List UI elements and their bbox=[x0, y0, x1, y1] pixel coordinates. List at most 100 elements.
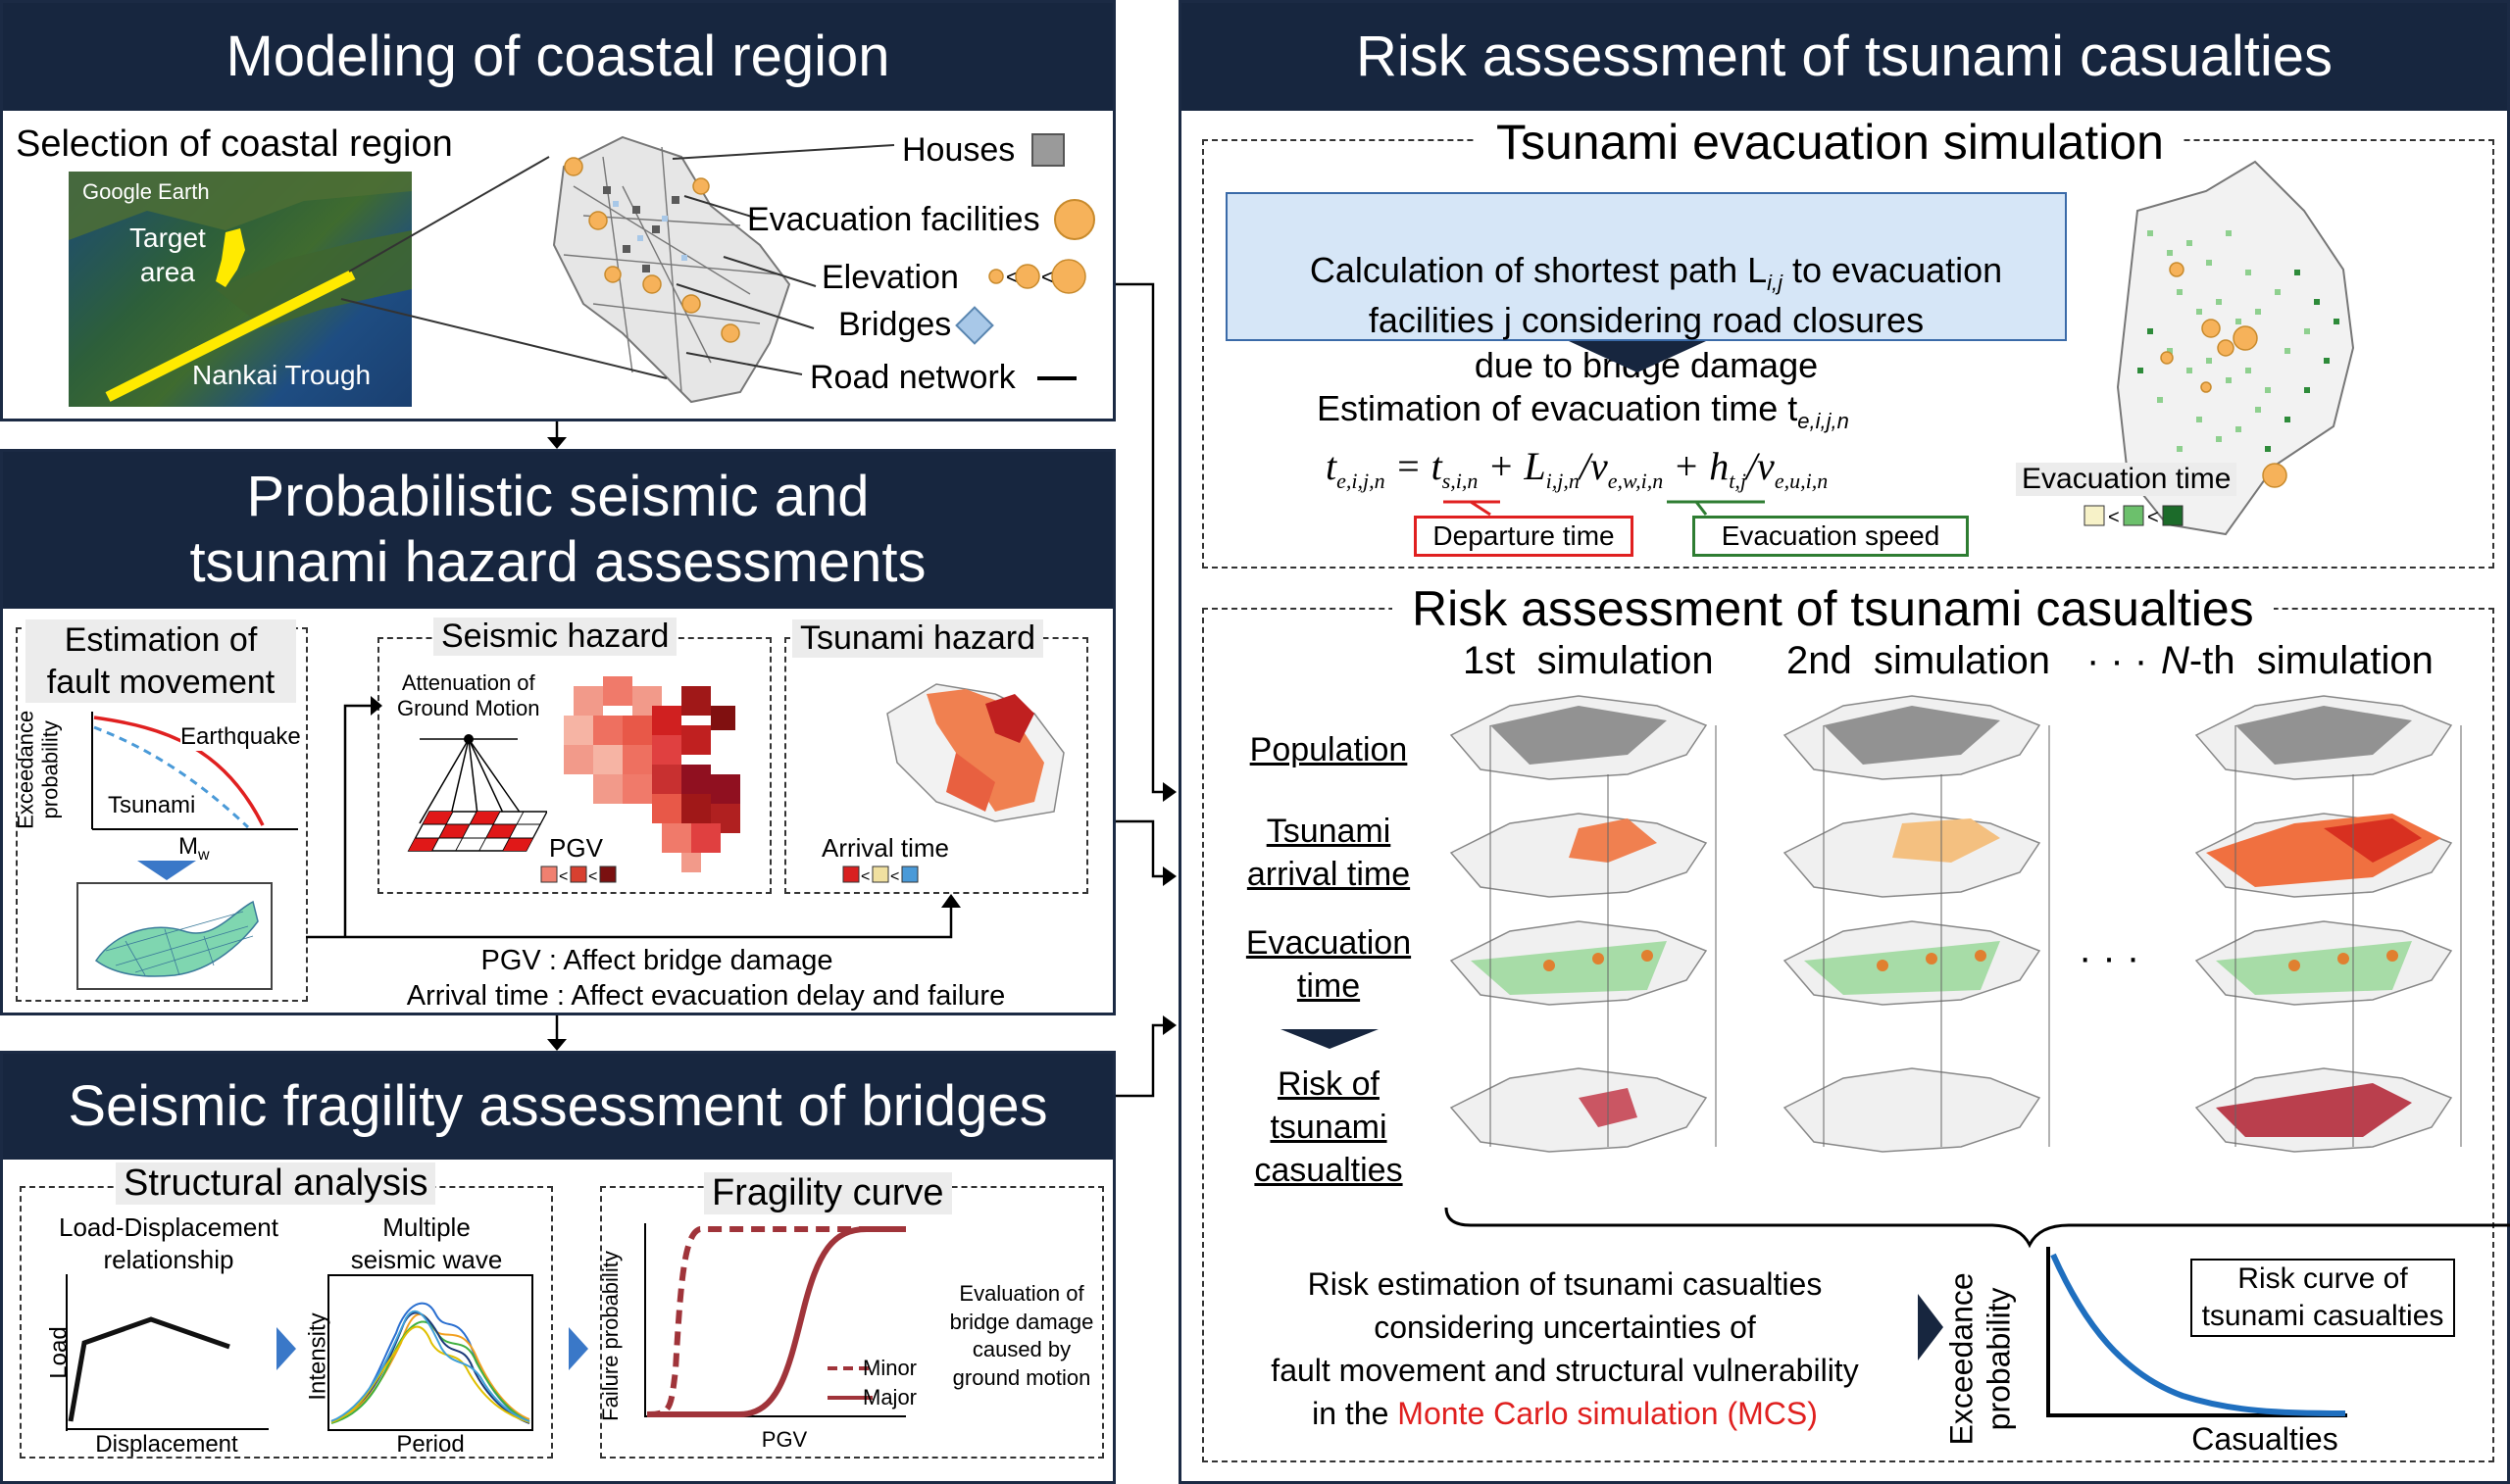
mw-sub: w bbox=[198, 846, 210, 864]
risk-title: Risk assessment of tsunami casualties bbox=[1181, 3, 2507, 111]
risk-curve-label: Risk curve of tsunami casualties bbox=[2201, 1262, 2444, 1332]
pgv-legend: < < bbox=[540, 866, 617, 885]
row-arrival: Tsunami arrival time bbox=[1246, 813, 1411, 894]
tsunami-curve bbox=[93, 725, 250, 829]
hazard-note-1: PGV : Affect bridge damage bbox=[480, 945, 833, 976]
exceedance-label: Exceedance probability bbox=[1943, 1272, 2017, 1446]
sim2-label: 2nd simulation bbox=[1786, 639, 2051, 682]
risk-curve-line bbox=[2050, 1253, 2346, 1416]
row-down-arrow bbox=[1280, 1029, 1379, 1049]
mcs-text-3: fault movement and structural vulnerabil… bbox=[1271, 1353, 1859, 1388]
mcs-arrow bbox=[1918, 1294, 1943, 1360]
svg-text:<: < bbox=[1006, 265, 1019, 289]
fragility-title: Seismic fragility assessment of bridges bbox=[3, 1054, 1113, 1160]
load-disp-label: Load-Displacement relationship bbox=[58, 1212, 278, 1274]
evaluation-label: Evaluation of bridge damage caused by gr… bbox=[949, 1281, 1094, 1390]
departure-time-box: Departure time bbox=[1414, 516, 1633, 557]
risk-curve-chart bbox=[2046, 1247, 2347, 1417]
fragility-panel: Seismic fragility assessment of bridges bbox=[0, 1051, 1116, 1484]
multiple-wave-label: Multiple seismic wave bbox=[350, 1212, 503, 1274]
hazard-title: Probabilistic seismic and tsunami hazard… bbox=[3, 452, 1113, 609]
simN-italic: N bbox=[2161, 639, 2189, 682]
svg-text:<: < bbox=[559, 868, 568, 885]
svg-text:<: < bbox=[2108, 507, 2120, 528]
estimation-text: Estimation of evacuation time t bbox=[1317, 388, 1798, 428]
risk-curve-box: Risk curve of tsunami casualties bbox=[2190, 1259, 2455, 1337]
arrow-right-1 bbox=[276, 1327, 296, 1370]
fault-model bbox=[76, 882, 273, 990]
fragility-chart bbox=[644, 1223, 906, 1417]
down-triangle-blue bbox=[137, 861, 196, 880]
tsunami-label: Tsunami bbox=[108, 792, 196, 818]
target-area-shape bbox=[216, 228, 245, 287]
minor-label: Minor bbox=[863, 1356, 918, 1380]
road-network-icon bbox=[1037, 376, 1077, 380]
major-curve bbox=[647, 1226, 906, 1417]
fragility-pgv-label: PGV bbox=[761, 1427, 808, 1452]
hazard-title-line2: tsunami hazard assessments bbox=[189, 530, 927, 594]
seismic-title: Seismic hazard bbox=[433, 618, 678, 656]
svg-text:<: < bbox=[890, 868, 899, 885]
evac-speed-box: Evacuation speed bbox=[1692, 516, 1969, 557]
tsunami-map bbox=[886, 683, 1065, 822]
row-dots: · · · bbox=[2079, 936, 2139, 979]
svg-text:<: < bbox=[2147, 507, 2159, 528]
departure-time-label: Departure time bbox=[1432, 520, 1615, 551]
houses-label: Houses bbox=[902, 131, 1016, 169]
stack-N bbox=[2195, 695, 2462, 1153]
attenuation-label: Attenuation of Ground Motion bbox=[397, 670, 540, 721]
hazard-note-2: Arrival time : Affect evacuation delay a… bbox=[406, 980, 1006, 1012]
calc-sub: i,j bbox=[1767, 270, 1783, 295]
stack-1 bbox=[1450, 695, 1717, 1153]
calc-text: Calculation of shortest path L bbox=[1309, 249, 1768, 290]
evac-time-legend: Evacuation time bbox=[2016, 463, 2237, 496]
calc-down-arrow bbox=[1569, 341, 1706, 372]
mw-label: Mw bbox=[178, 833, 210, 865]
evac-facilities-icon bbox=[1054, 199, 1095, 240]
summary-brace bbox=[1444, 1207, 2510, 1249]
minor-curve bbox=[646, 1226, 906, 1417]
casualties-axis-label: Casualties bbox=[2191, 1421, 2338, 1457]
major-label: Major bbox=[863, 1385, 918, 1410]
fragility-legend bbox=[828, 1366, 873, 1400]
evac-time-equation: te,i,j,n = ts,i,n + Li,j,n/ve,w,i,n + ht… bbox=[1326, 444, 1829, 493]
evac-speed-label: Evacuation speed bbox=[1721, 520, 1940, 551]
evac-time-map bbox=[2116, 160, 2355, 536]
earthquake-label: Earthquake bbox=[180, 723, 301, 751]
row-risk: Risk of tsunami casualties bbox=[1254, 1065, 1403, 1190]
arrival-legend: < < bbox=[842, 866, 919, 885]
pgv-map bbox=[564, 676, 740, 872]
load-disp-chart bbox=[66, 1274, 269, 1431]
sim-dots: · · · bbox=[2086, 639, 2148, 682]
row-evac: Evacuation time bbox=[1245, 924, 1412, 1006]
evac-facilities-label: Evacuation facilities bbox=[747, 201, 1040, 238]
row-population: Population bbox=[1249, 731, 1408, 768]
svg-text:<: < bbox=[1041, 265, 1054, 289]
simulation-stacks: · · · bbox=[1450, 695, 2462, 1153]
stack-2 bbox=[1783, 695, 2050, 1153]
mcs-text-4a: in the bbox=[1312, 1396, 1398, 1431]
svg-text:<: < bbox=[588, 868, 597, 885]
fault-title: Estimation of fault movement bbox=[25, 619, 296, 703]
satellite-overlay bbox=[69, 172, 412, 402]
mcs-text-4: in the Monte Carlo simulation (MCS) bbox=[1222, 1396, 1908, 1432]
pgv-label: PGV bbox=[549, 833, 603, 863]
houses-icon bbox=[1031, 133, 1065, 167]
elevation-label: Elevation bbox=[822, 259, 959, 296]
arrow-right-2 bbox=[569, 1327, 588, 1370]
period-label: Period bbox=[396, 1431, 465, 1458]
attenuation-diagram bbox=[407, 734, 547, 852]
arrival-label: Arrival time bbox=[822, 833, 950, 863]
tsunami-hazard-title: Tsunami hazard bbox=[792, 619, 1044, 658]
elevation-icon: < < bbox=[988, 259, 1086, 294]
nankai-trough-line bbox=[105, 270, 356, 402]
mcs-text-1: Risk estimation of tsunami casualties bbox=[1307, 1266, 1823, 1302]
selection-label: Selection of coastal region bbox=[16, 124, 453, 165]
svg-text:<: < bbox=[861, 868, 870, 885]
estimation-sub: e,i,j,n bbox=[1797, 409, 1849, 434]
road-network-label: Road network bbox=[810, 359, 1016, 396]
seismic-wave-chart bbox=[327, 1274, 533, 1431]
